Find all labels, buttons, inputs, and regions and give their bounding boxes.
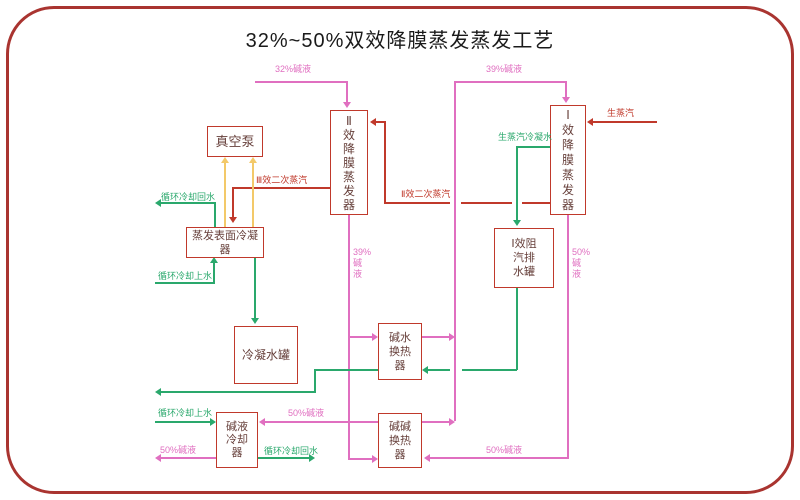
label-32-lye: 32%碱液 xyxy=(275,64,312,74)
label-39-lye-vertical: 39% 碱 液 xyxy=(353,247,372,279)
arrow-into-hx-water-left xyxy=(372,333,378,341)
pipe-branch-to-hx-lye xyxy=(348,458,372,460)
arrow-into-evaporator2-top xyxy=(343,102,351,108)
arrow-hx-lye-to-riser xyxy=(449,418,455,426)
arrow-e3-steam-into-condenser xyxy=(229,217,237,223)
label-50-lye-out: 50%碱液 xyxy=(160,445,197,455)
arrow-into-cooler-right xyxy=(259,418,265,426)
pipe-e2-steam-top xyxy=(376,121,386,123)
box-condensate-tank: 冷凝水罐 xyxy=(234,326,298,384)
pipe-cooling-supply-mid-h xyxy=(155,282,214,284)
pipe-hx-water-cond-out-h xyxy=(315,369,378,371)
box-surface-condenser: 蒸发表面冷凝器 xyxy=(186,227,264,258)
arrow-into-cooler-left xyxy=(210,418,216,426)
label-cooling-return-top: 循环冷却回水 xyxy=(161,192,216,202)
pipe-steam-condensate-h xyxy=(517,146,550,148)
pipe-e3-steam-v xyxy=(232,187,234,217)
diagram-title: 32%~50%双效降膜蒸发蒸发工艺 xyxy=(245,30,555,52)
pipe-50-lye-product-out xyxy=(161,457,216,459)
box-lye-cooler-label: 碱液 冷却 器 xyxy=(226,420,248,459)
arrow-into-condenser-bottom xyxy=(210,257,218,263)
box-hx-lye-water: 碱水 换热 器 xyxy=(378,323,422,380)
arrow-steam-into-evap2 xyxy=(370,118,376,126)
box-trap-tank-label: Ⅰ效阻 汽排 水罐 xyxy=(511,238,537,278)
label-50-lye-vertical: 50% 碱 液 xyxy=(572,247,591,279)
label-50-lye-to-hx: 50%碱液 xyxy=(486,445,523,455)
label-cooling-supply-mid: 循环冷却上水 xyxy=(158,271,213,281)
arrow-into-hx-lye-left xyxy=(372,455,378,463)
pipe-condenser-to-tank xyxy=(254,258,256,318)
pipe-e2-steam-h3 xyxy=(522,202,550,204)
box-evaporator2: Ⅱ 效 降 膜 蒸 发 器 xyxy=(330,110,368,215)
box-surface-condenser-label: 蒸发表面冷凝器 xyxy=(192,229,258,256)
arrow-50-lye-out xyxy=(155,454,161,462)
label-cooling-return-bottom: 循环冷却回水 xyxy=(264,446,319,456)
pipe-raw-steam xyxy=(593,121,657,123)
box-evaporator2-label: Ⅱ 效 降 膜 蒸 发 器 xyxy=(342,113,355,212)
box-hx-lye-lye: 碱碱 换热 器 xyxy=(378,413,422,468)
pipe-hx-water-cond-out-v xyxy=(314,369,316,393)
arrow-into-evaporator1-top xyxy=(562,97,570,103)
pipe-32-lye-feed-h xyxy=(255,81,347,83)
box-evaporator1-label: Ⅰ 效 降 膜 蒸 发 器 xyxy=(561,107,574,212)
pipe-e2-steam-h1 xyxy=(384,202,450,204)
pipe-cooler-water-supply xyxy=(155,421,210,423)
arrow-condensate-discharge xyxy=(155,388,161,396)
box-vacuum-pump: 真空泵 xyxy=(207,126,263,157)
pipe-e3-steam-h xyxy=(233,187,330,189)
pipe-vacuum-2 xyxy=(252,163,254,227)
pipe-cooler-water-return xyxy=(258,457,309,459)
pipe-evap1-bottom-drop xyxy=(567,215,569,459)
label-e2-secondary-steam: Ⅱ效二次蒸汽 xyxy=(401,189,451,199)
label-50-lye-to-cooler: 50%碱液 xyxy=(288,408,325,418)
box-hx-lye-water-label: 碱水 换热 器 xyxy=(389,331,411,372)
arrow-hx-water-to-riser xyxy=(449,333,455,341)
pipe-39-lye-drop xyxy=(565,81,567,97)
arrow-vacuum-2 xyxy=(249,157,257,163)
arrow-into-hx-water-right xyxy=(422,366,428,374)
pipe-39-lye-header xyxy=(454,81,566,83)
pipe-50-lye-to-hx-lye xyxy=(430,457,568,459)
box-condensate-tank-label: 冷凝水罐 xyxy=(241,348,290,362)
pipe-condensate-to-hx-water-a xyxy=(462,369,517,371)
box-hx-lye-lye-label: 碱碱 换热 器 xyxy=(389,420,411,461)
pipe-vacuum-1 xyxy=(224,163,226,227)
pipe-hx-lye-top-right-outlet xyxy=(422,421,449,423)
pipe-cooling-return-top-v xyxy=(214,202,216,227)
arrow-into-trap-tank xyxy=(513,220,521,226)
arrow-into-condensate-tank xyxy=(251,318,259,324)
pipe-cooling-supply-mid-v xyxy=(213,263,215,284)
pipe-50-lye-to-cooler xyxy=(265,421,378,423)
label-raw-steam-condensate: 生蒸汽冷凝水 xyxy=(498,132,553,142)
pipe-39-lye-riser xyxy=(454,81,456,421)
arrow-cooler-water-return xyxy=(309,454,315,462)
arrow-raw-steam-into-evap1 xyxy=(587,118,593,126)
pipe-cooling-return-top-h xyxy=(161,202,215,204)
pipe-hx-water-outlet xyxy=(422,336,449,338)
label-39-lye-top: 39%碱液 xyxy=(486,64,523,74)
box-evaporator1: Ⅰ 效 降 膜 蒸 发 器 xyxy=(550,105,586,215)
pipe-e2-steam-h2 xyxy=(461,202,512,204)
diagram-frame xyxy=(6,6,794,494)
arrow-vacuum-1 xyxy=(221,157,229,163)
label-cooling-supply-bottom: 循环冷却上水 xyxy=(158,408,213,418)
box-lye-cooler: 碱液 冷却 器 xyxy=(216,412,258,468)
pipe-e2-steam-riser xyxy=(384,121,386,203)
box-trap-tank: Ⅰ效阻 汽排 水罐 xyxy=(494,228,554,288)
pipe-condensate-discharge xyxy=(161,391,315,393)
pipe-steam-condensate-v xyxy=(516,146,518,220)
arrow-cooling-return-top xyxy=(155,199,161,207)
label-raw-steam: 生蒸汽 xyxy=(607,108,635,118)
label-e3-secondary-steam: Ⅲ效二次蒸汽 xyxy=(256,175,308,185)
pipe-condensate-to-hx-water-b xyxy=(428,369,450,371)
pipe-32-lye-feed-v xyxy=(346,81,348,102)
pipe-branch-to-hx-water xyxy=(348,336,372,338)
arrow-into-hx-lye-right xyxy=(424,454,430,462)
pipe-trap-tank-outlet xyxy=(516,288,518,370)
box-vacuum-pump-label: 真空泵 xyxy=(215,133,255,149)
